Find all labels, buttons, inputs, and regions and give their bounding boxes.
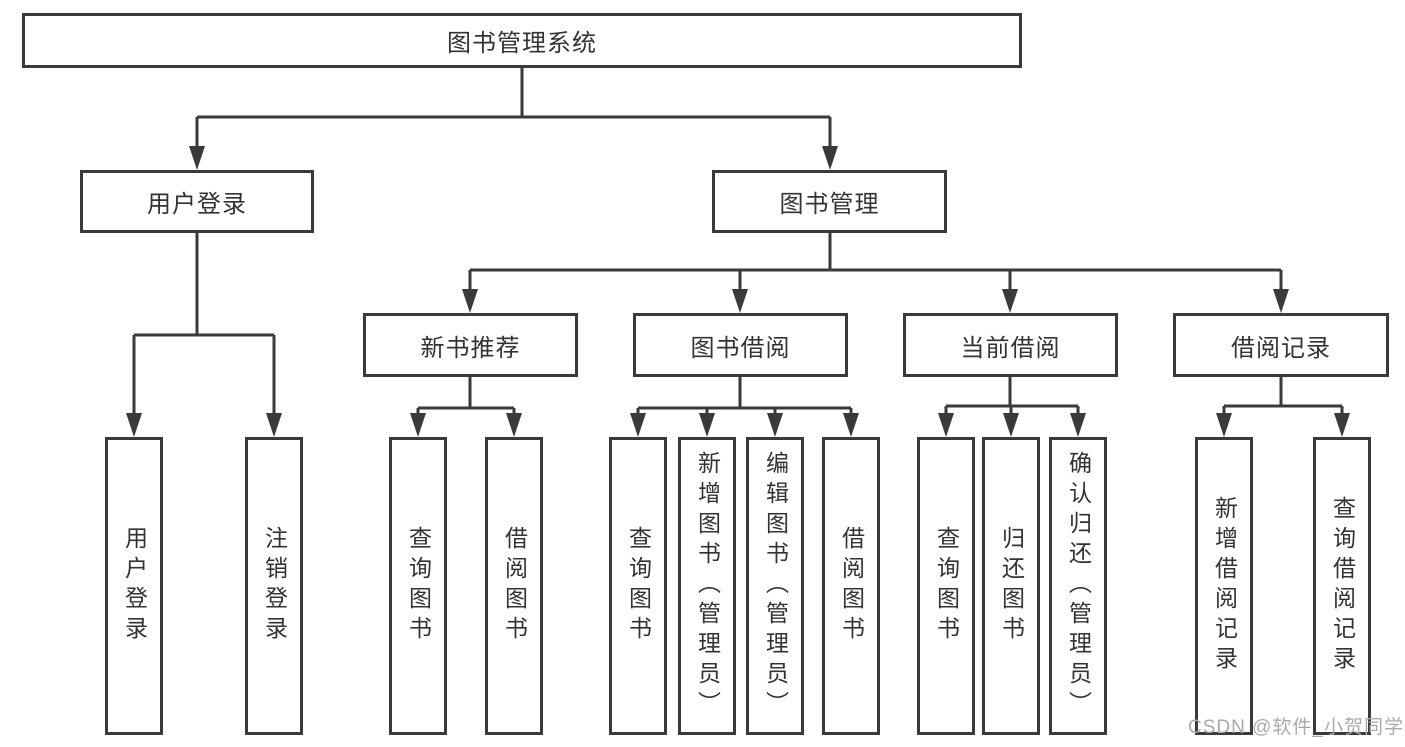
node-borrow-records: 借阅记录: [1173, 313, 1389, 377]
leaf-add-borrow-record-label: 新增借阅记录: [1211, 496, 1238, 676]
arrow-down-icon: [1003, 413, 1019, 437]
connector-line: [468, 233, 1283, 292]
arrow-down-icon: [1273, 289, 1289, 313]
leaf-query-books-current: 查询图书: [917, 437, 975, 735]
arrow-down-icon: [1216, 413, 1232, 437]
arrow-down-icon: [506, 413, 522, 437]
arrow-down-icon: [843, 413, 859, 437]
arrow-down-icon: [1334, 413, 1350, 437]
node-user-login-label: 用户登录: [147, 191, 247, 218]
node-new-book-recommend-label: 新书推荐: [420, 334, 521, 362]
leaf-add-borrow-record: 新增借阅记录: [1195, 437, 1253, 735]
node-borrow-records-label: 借阅记录: [1231, 334, 1331, 362]
arrow-down-icon: [630, 413, 646, 437]
arrow-down-icon: [1070, 413, 1086, 437]
node-current-borrow-label: 当前借阅: [960, 334, 1061, 362]
arrow-down-icon: [126, 413, 142, 437]
leaf-logout-label: 注销登录: [261, 526, 288, 646]
leaf-borrow-books-recommend: 借阅图书: [485, 437, 543, 735]
leaf-edit-book-admin-label: 编辑图书（管理员）: [762, 451, 789, 721]
arrow-down-icon: [189, 146, 205, 170]
node-book-borrow-label: 图书借阅: [690, 334, 791, 362]
leaf-return-book-label: 归还图书: [998, 526, 1025, 646]
connector-borrow-records-children: [1216, 377, 1350, 437]
connector-line: [416, 377, 516, 420]
node-new-book-recommend: 新书推荐: [363, 313, 578, 377]
leaf-query-books-borrow: 查询图书: [609, 437, 667, 735]
leaf-query-books-recommend-label: 查询图书: [405, 526, 432, 646]
leaf-logout: 注销登录: [245, 437, 303, 735]
node-user-login: 用户登录: [80, 170, 314, 233]
arrow-down-icon: [410, 413, 426, 437]
leaf-confirm-return-admin-label: 确认归还（管理员）: [1065, 451, 1092, 721]
arrow-down-icon: [266, 413, 282, 437]
leaf-query-borrow-record: 查询借阅记录: [1313, 437, 1371, 735]
connector-current-borrow-children: [938, 377, 1086, 437]
connector-line: [636, 377, 853, 420]
leaf-user-login: 用户登录: [105, 437, 163, 735]
leaf-query-books-borrow-label: 查询图书: [625, 526, 652, 646]
leaf-query-books-current-label: 查询图书: [933, 526, 960, 646]
arrow-down-icon: [767, 413, 783, 437]
arrow-down-icon: [462, 289, 478, 313]
leaf-query-borrow-record-label: 查询借阅记录: [1329, 496, 1356, 676]
node-book-borrow: 图书借阅: [633, 313, 848, 377]
leaf-borrow-books-label: 借阅图书: [838, 526, 865, 646]
connector-book-borrow-children: [630, 377, 859, 437]
node-book-management: 图书管理: [712, 170, 947, 233]
leaf-confirm-return-admin: 确认归还（管理员）: [1049, 437, 1107, 735]
leaf-borrow-books-recommend-label: 借阅图书: [501, 526, 528, 646]
arrow-down-icon: [822, 146, 838, 170]
leaf-query-books-recommend: 查询图书: [389, 437, 447, 735]
watermark: CSDN @软件_小贺同学: [1188, 717, 1404, 738]
connector-new-book-recommend-children: [410, 377, 522, 437]
connector-line: [132, 233, 276, 417]
node-book-management-label: 图书管理: [779, 191, 880, 218]
node-root-label: 图书管理系统: [447, 30, 597, 57]
arrow-down-icon: [938, 413, 954, 437]
leaf-return-book: 归还图书: [982, 437, 1040, 735]
connector-root-to-level2: [189, 68, 838, 170]
leaf-user-login-label: 用户登录: [121, 526, 148, 646]
connector-line: [195, 68, 832, 150]
leaf-edit-book-admin: 编辑图书（管理员）: [746, 437, 804, 735]
arrow-down-icon: [1002, 289, 1018, 313]
connector-book-management-children: [462, 233, 1289, 313]
arrow-down-icon: [699, 413, 715, 437]
node-root: 图书管理系统: [22, 13, 1022, 68]
node-current-borrow: 当前借阅: [903, 313, 1118, 377]
leaf-add-book-admin: 新增图书（管理员）: [678, 437, 736, 735]
connector-user-login-children: [126, 233, 282, 437]
leaf-add-book-admin-label: 新增图书（管理员）: [694, 451, 721, 721]
connector-line: [1222, 377, 1344, 420]
leaf-borrow-books: 借阅图书: [822, 437, 880, 735]
arrow-down-icon: [732, 289, 748, 313]
